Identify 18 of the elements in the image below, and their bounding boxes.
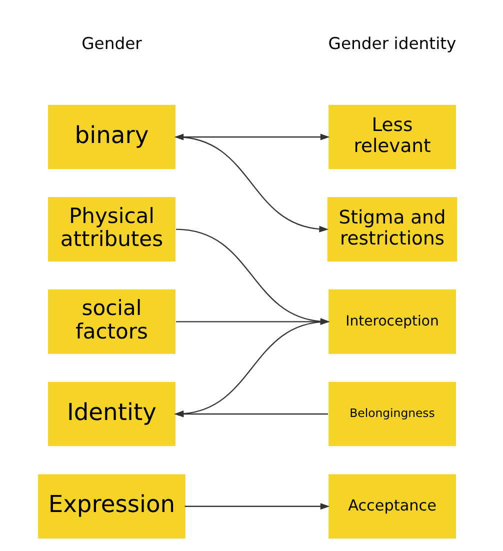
node-box: social factors bbox=[48, 290, 175, 354]
node-box: Expression bbox=[38, 474, 185, 538]
arrow bbox=[174, 321, 328, 418]
node-box: Interoception bbox=[328, 290, 456, 354]
arrow bbox=[184, 503, 330, 510]
arrow bbox=[176, 318, 330, 325]
arrow bbox=[174, 410, 328, 418]
node-box: Less relevant bbox=[328, 104, 456, 170]
node-box: Identity bbox=[48, 382, 175, 446]
node-box: Physical attributes bbox=[48, 197, 175, 262]
node-box: Stigma and restrictions bbox=[326, 197, 457, 262]
node-box: Belongingness bbox=[328, 382, 456, 446]
arrow bbox=[175, 136, 328, 232]
node-box: Acceptance bbox=[328, 474, 456, 538]
arrow bbox=[175, 228, 330, 325]
label: Gender bbox=[81, 34, 142, 53]
label: Gender identity bbox=[328, 34, 456, 53]
node-box: binary bbox=[48, 104, 175, 170]
